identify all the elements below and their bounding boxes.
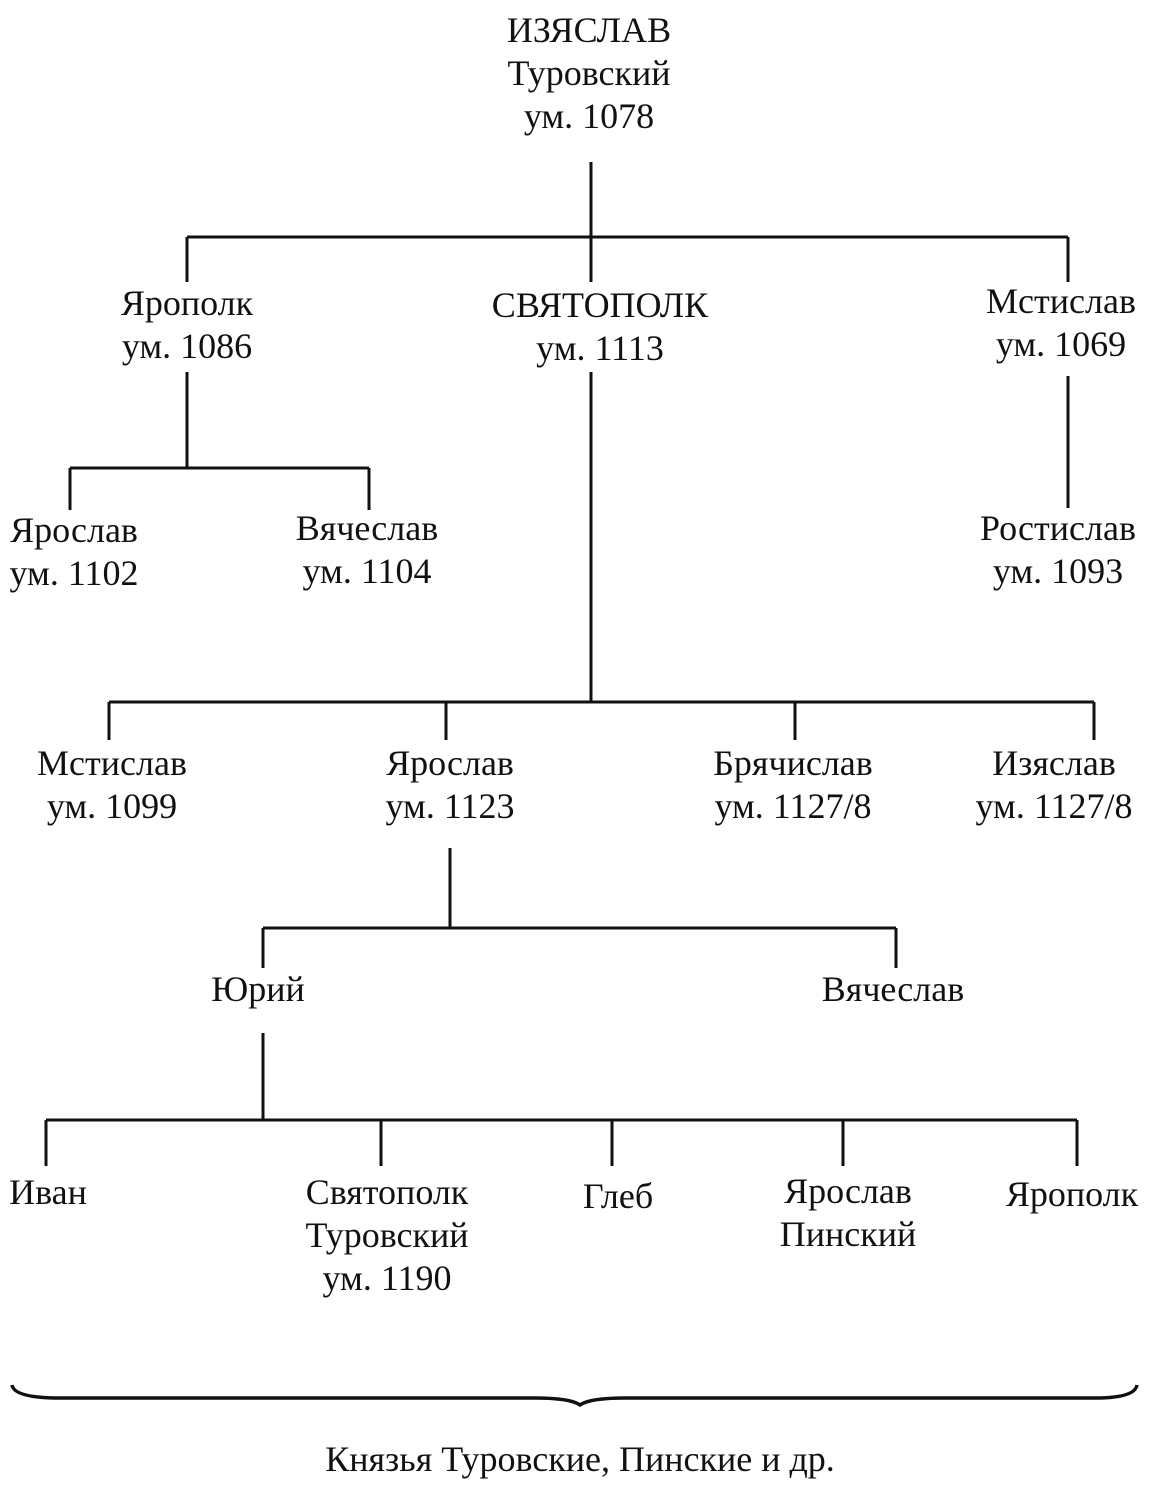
node-izyaslav-2: Изяслав ум. 1127/8 (976, 742, 1133, 828)
node-name: Святополк (305, 1172, 469, 1212)
node-death: ум. 1078 (523, 96, 655, 136)
node-death: ум. 1113 (536, 328, 664, 368)
node-death: ум. 1069 (995, 324, 1127, 364)
node-yaropolk-2: Ярополк (1006, 1173, 1138, 1216)
node-name: Иван (9, 1172, 87, 1212)
node-death: ум. 1127/8 (714, 786, 872, 826)
node-name: Ярослав (386, 743, 514, 783)
node-name: Ярополк (1005, 1174, 1139, 1214)
node-yaroslav-3: Ярослав Пинский (780, 1170, 917, 1256)
node-ivan: Иван (9, 1171, 87, 1214)
node-death: ум. 1123 (385, 786, 515, 826)
node-name: Мстислав (986, 281, 1136, 321)
edge-yaroslav (261, 848, 898, 968)
underbrace (10, 1384, 1139, 1408)
node-yaropolk-1: Ярополк ум. 1086 (121, 282, 253, 368)
edge-yuriy (44, 1033, 1079, 1166)
edge-svyatopolk (107, 372, 1096, 740)
node-death: ум. 1127/8 (975, 786, 1133, 826)
node-name: Ярослав (784, 1171, 912, 1211)
node-yaroslav-1: Ярослав ум. 1102 (10, 509, 139, 595)
node-rostislav: Ростислав ум. 1093 (980, 507, 1136, 593)
node-name: Вячеслав (295, 508, 439, 548)
node-yaroslav-2: Ярослав ум. 1123 (386, 742, 515, 828)
node-mstislav-1: Мстислав ум. 1069 (986, 280, 1136, 366)
node-name: Вячеслав (821, 969, 965, 1009)
node-gleb: Глеб (583, 1175, 653, 1218)
node-death: ум. 1099 (46, 786, 178, 826)
edge-izyaslav (185, 162, 1070, 282)
node-death: ум. 1093 (992, 551, 1124, 591)
node-name: Глеб (582, 1176, 654, 1216)
node-name: Изяслав (992, 743, 1116, 783)
node-svyatopolk-2: Святополк Туровский ум. 1190 (306, 1171, 469, 1300)
node-title: Туровский (507, 53, 671, 93)
node-mstislav-2: Мстислав ум. 1099 (37, 742, 187, 828)
node-name: Ярополк (120, 283, 254, 323)
node-name: Брячислав (713, 743, 873, 783)
node-death: ум. 1104 (302, 551, 432, 591)
node-bryachislav: Брячислав ум. 1127/8 (713, 742, 873, 828)
node-name: Юрий (211, 969, 305, 1009)
node-izyaslav: ИЗЯСЛАВ Туровский ум. 1078 (507, 9, 671, 138)
node-death: ум. 1102 (9, 553, 139, 593)
node-name: СВЯТОПОЛК (491, 285, 709, 325)
node-name: ИЗЯСЛАВ (506, 10, 672, 50)
node-name: Ростислав (980, 508, 1136, 548)
node-yuriy: Юрий (211, 968, 305, 1011)
node-name: Ярослав (10, 510, 138, 550)
node-vyacheslav-1: Вячеслав ум. 1104 (296, 507, 438, 593)
node-title: Пинский (779, 1214, 917, 1254)
node-vyacheslav-2: Вячеслав (822, 968, 964, 1011)
diagram-caption: Князья Туровские, Пинские и др. (325, 1439, 835, 1479)
node-death: ум. 1190 (322, 1258, 452, 1298)
node-name: Мстислав (37, 743, 187, 783)
edge-yaropolk (68, 372, 371, 510)
node-title: Туровский (305, 1215, 469, 1255)
node-svyatopolk-1: СВЯТОПОЛК ум. 1113 (492, 284, 708, 370)
node-death: ум. 1086 (121, 326, 253, 366)
